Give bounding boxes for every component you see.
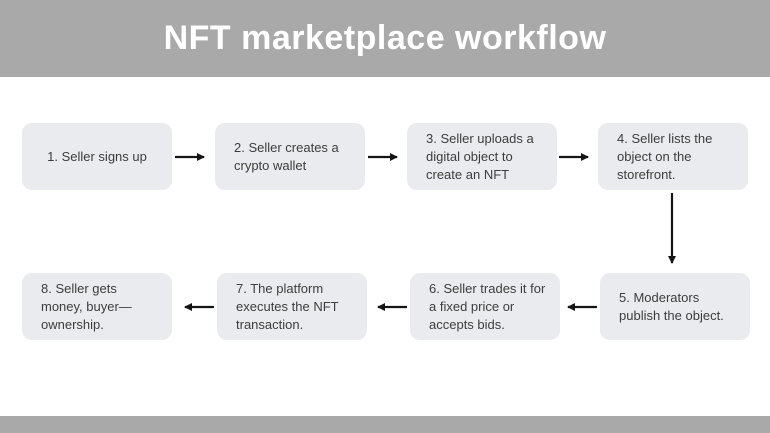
step-label: 1. Seller signs up — [47, 148, 147, 166]
title-bar: NFT marketplace workflow — [0, 0, 770, 77]
footer-bar — [0, 416, 770, 433]
step-3-uploads-object: 3. Seller uploads a digital object to cr… — [407, 123, 557, 190]
page-title: NFT marketplace workflow — [164, 19, 607, 58]
step-label: 7. The platform executes the NFT transac… — [236, 280, 357, 334]
step-2-creates-wallet: 2. Seller creates a crypto wallet — [215, 123, 365, 190]
step-4-lists-object: 4. Seller lists the object on the storef… — [598, 123, 748, 190]
step-label: 8. Seller gets money, buyer—ownership. — [41, 280, 162, 334]
step-6-seller-trades: 6. Seller trades it for a fixed price or… — [410, 273, 560, 340]
step-label: 2. Seller creates a crypto wallet — [234, 139, 355, 175]
step-5-moderators-publish: 5. Moderators publish the object. — [600, 273, 750, 340]
step-label: 4. Seller lists the object on the storef… — [617, 130, 738, 184]
step-7-platform-executes: 7. The platform executes the NFT transac… — [217, 273, 367, 340]
step-1-seller-signs-up: 1. Seller signs up — [22, 123, 172, 190]
step-label: 3. Seller uploads a digital object to cr… — [426, 130, 547, 184]
step-label: 6. Seller trades it for a fixed price or… — [429, 280, 550, 334]
step-8-seller-gets-money: 8. Seller gets money, buyer—ownership. — [22, 273, 172, 340]
step-label: 5. Moderators publish the object. — [619, 289, 740, 325]
